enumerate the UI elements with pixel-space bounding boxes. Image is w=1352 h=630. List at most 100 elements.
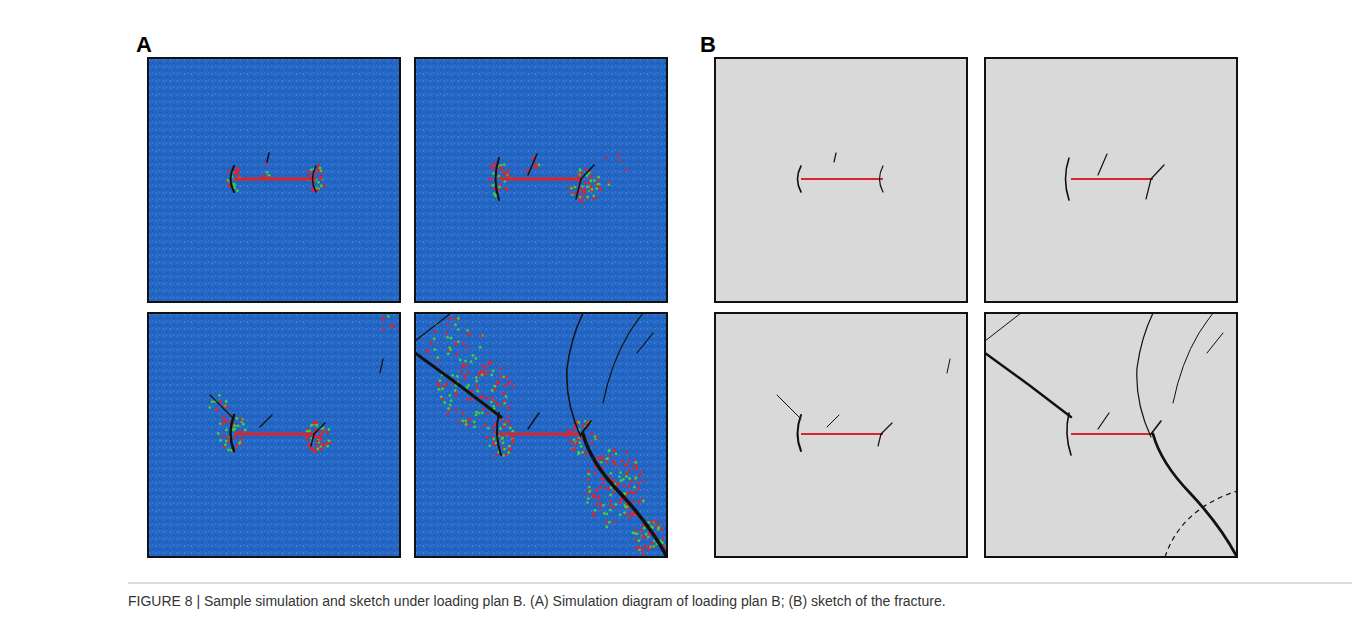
crack-particle (498, 188, 501, 191)
crack-particle (607, 183, 610, 186)
crack-particle (494, 388, 497, 391)
crack-particle (623, 511, 626, 514)
crack-particle (436, 360, 439, 363)
crack-line (528, 154, 537, 175)
panel-letter: B (700, 34, 716, 56)
crack-particle (507, 451, 510, 454)
crack-particle (475, 411, 478, 414)
crack-particle (235, 417, 238, 420)
crack-particle (240, 418, 243, 421)
panel-ground (148, 313, 400, 557)
crack-particle (234, 428, 237, 431)
crack-particle (311, 188, 314, 191)
panel-ground (985, 313, 1237, 557)
crack-particle (239, 419, 242, 422)
crack-particle (642, 500, 645, 503)
crack-particle (634, 477, 637, 480)
crack-particle (616, 154, 619, 157)
crack-particle (490, 401, 493, 404)
crack-particle (496, 403, 499, 406)
crack-particle (628, 477, 631, 480)
crack-particle (507, 420, 510, 423)
crack-particle (630, 480, 633, 483)
crack-particle (317, 448, 320, 451)
crack-particle (316, 421, 319, 424)
crack-particle (573, 438, 576, 441)
crack-particle (570, 187, 573, 190)
crack-particle (647, 521, 650, 524)
simulation-panel (148, 313, 400, 557)
simulation-panel (415, 58, 667, 302)
crack-particle (320, 178, 323, 181)
crack-particle (571, 192, 574, 195)
crack-particle (320, 170, 323, 173)
crack-particle (454, 318, 457, 321)
crack-particle (208, 406, 211, 409)
crack-particle (609, 455, 612, 458)
crack-particle (643, 536, 646, 539)
crack-line (880, 166, 884, 192)
crack-particle (482, 396, 485, 399)
crack-particle (650, 520, 653, 523)
crack-particle (309, 429, 312, 432)
crack-particle (445, 332, 448, 335)
crack-line (313, 166, 317, 192)
crack-particle (434, 330, 437, 333)
crack-line (380, 359, 383, 373)
crack-particle (449, 394, 452, 397)
crack-particle (238, 442, 241, 445)
crack-particle (228, 170, 231, 173)
crack-particle (567, 429, 570, 432)
crack-particle (635, 461, 638, 464)
crack-particle (306, 438, 309, 441)
crack-particle (591, 188, 594, 191)
crack-particle (507, 169, 510, 172)
crack-line (1066, 158, 1070, 200)
crack-particle (236, 168, 239, 171)
crack-line (1207, 333, 1223, 353)
crack-line (798, 415, 802, 451)
crack-particle (449, 404, 452, 407)
crack-particle (446, 413, 449, 416)
crack-line (798, 166, 802, 192)
crack-line (777, 395, 801, 419)
crack-particle (511, 441, 514, 444)
crack-particle (241, 442, 244, 445)
crack-particle (638, 474, 641, 477)
crack-particle (503, 392, 506, 395)
crack-line (581, 165, 594, 179)
crack-particle (262, 175, 265, 178)
crack-particle (619, 513, 622, 516)
crack-particle (456, 375, 459, 378)
crack-particle (317, 181, 320, 184)
crack-particle (592, 194, 595, 197)
crack-particle (596, 502, 599, 505)
crack-particle (577, 452, 580, 455)
crack-particle (628, 485, 631, 488)
crack-line (1173, 313, 1213, 403)
crack-particle (475, 414, 478, 417)
sketch-panel (715, 313, 967, 557)
crack-particle (492, 405, 495, 408)
crack-particle (211, 401, 214, 404)
crack-particle (616, 484, 619, 487)
crack-particle (624, 506, 627, 509)
crack-particle (503, 448, 506, 451)
crack-particle (315, 424, 318, 427)
pre-existing-flaw (501, 178, 583, 181)
crack-particle (316, 440, 319, 443)
crack-particle (499, 427, 502, 430)
crack-particle (491, 184, 494, 187)
crack-particle (622, 478, 625, 481)
crack-particle (630, 490, 633, 493)
crack-particle (598, 457, 601, 460)
crack-particle (591, 432, 594, 435)
crack-particle (460, 370, 463, 373)
crack-particle (233, 437, 236, 440)
crack-particle (512, 386, 515, 389)
crack-particle (577, 438, 580, 441)
crack-particle (328, 428, 331, 431)
crack-particle (492, 167, 495, 170)
crack-particle (637, 487, 640, 490)
crack-line (267, 153, 269, 162)
